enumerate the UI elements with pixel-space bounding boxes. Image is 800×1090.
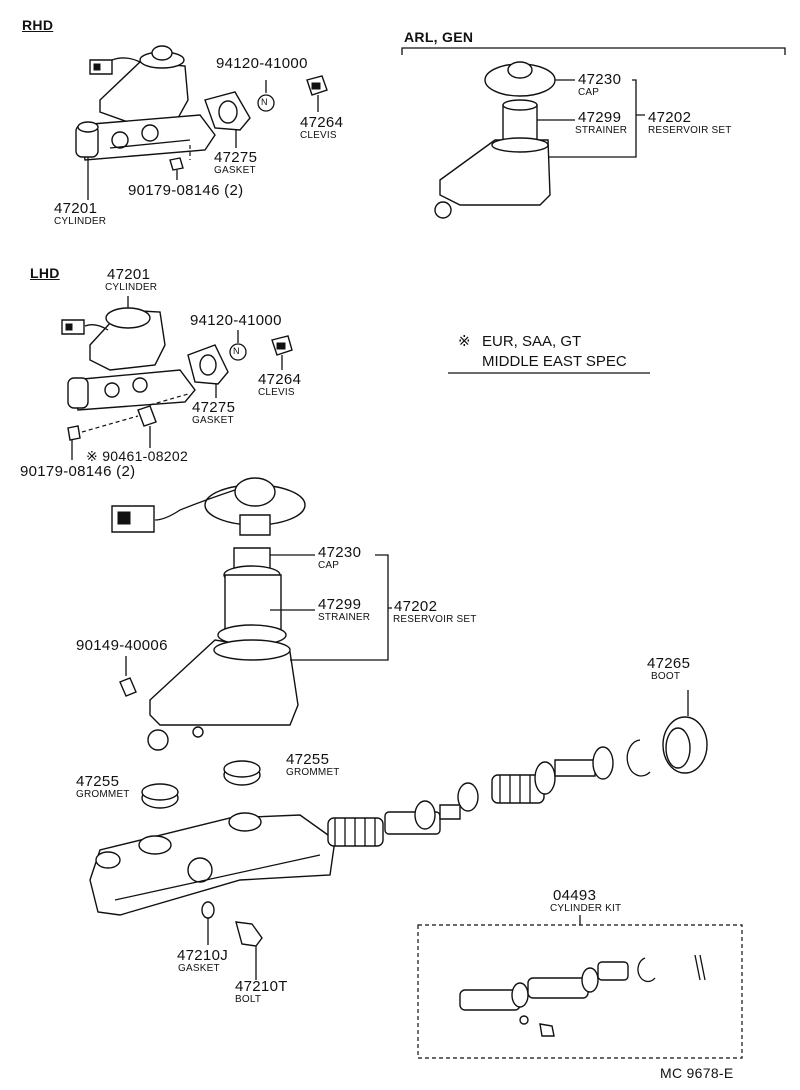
main-strainer-name: STRAINER: [318, 612, 371, 623]
main-cap-name: CAP: [318, 560, 340, 571]
spec-mark: ※: [458, 333, 471, 350]
arl-reservoir-assembly: [402, 48, 785, 218]
lhd-clevis-name: CLEVIS: [258, 387, 295, 398]
arl-cap-name: CAP: [578, 87, 600, 98]
section-arl-gen: ARL, GEN: [404, 29, 474, 45]
main-bolt-name: BOLT: [235, 994, 262, 1005]
arl-reservoir-number: 47202: [648, 109, 692, 126]
lhd-clevis-number: 47264: [258, 371, 302, 388]
main-90149-number: 90149-40006: [76, 637, 168, 654]
rhd-94120-number: 94120-41000: [216, 55, 308, 72]
main-reservoir-number: 47202: [394, 598, 438, 615]
rhd-n-symbol: N: [261, 97, 268, 107]
arl-strainer-number: 47299: [578, 109, 622, 126]
main-grommet-right-name: GROMMET: [286, 767, 340, 778]
main-reservoir-name: RESERVOIR SET: [393, 614, 477, 625]
main-boot-name: BOOT: [651, 671, 681, 682]
main-gasket-number: 47210J: [177, 947, 229, 964]
arl-cap-number: 47230: [578, 71, 622, 88]
rhd-clevis-number: 47264: [300, 114, 344, 131]
section-lhd: LHD: [30, 265, 60, 281]
rhd-nut-number: 90179-08146 (2): [128, 182, 244, 199]
rhd-cylinder-name: CYLINDER: [54, 216, 107, 227]
arl-reservoir-name: RESERVOIR SET: [648, 125, 732, 136]
main-bolt-number: 47210T: [235, 978, 288, 995]
main-grommet-left-number: 47255: [76, 773, 120, 790]
main-gasket-name: GASKET: [178, 963, 220, 974]
rhd-cylinder-number: 47201: [54, 200, 98, 217]
arl-strainer-name: STRAINER: [575, 125, 628, 136]
main-grommet-left-name: GROMMET: [76, 789, 130, 800]
main-reservoir-assembly: [112, 478, 392, 750]
lhd-n-symbol: N: [233, 346, 240, 356]
kit-number: 04493: [553, 887, 597, 904]
rhd-cylinder-assembly: [76, 46, 327, 200]
piston-springs: [328, 690, 707, 846]
spec-line2: MIDDLE EAST SPEC: [482, 353, 627, 370]
lhd-cylinder-number: 47201: [107, 266, 151, 283]
main-grommet-right-number: 47255: [286, 751, 330, 768]
rhd-clevis-name: CLEVIS: [300, 130, 337, 141]
main-cap-number: 47230: [318, 544, 362, 561]
grommets: [142, 761, 260, 808]
kit-name: CYLINDER KIT: [550, 903, 622, 914]
main-strainer-number: 47299: [318, 596, 362, 613]
cylinder-kit: [418, 915, 742, 1058]
spec-line1: EUR, SAA, GT: [482, 333, 582, 350]
lhd-cylinder-assembly: [62, 296, 292, 460]
section-rhd: RHD: [22, 17, 54, 33]
main-boot-number: 47265: [647, 655, 691, 672]
rhd-gasket-number: 47275: [214, 149, 258, 166]
lhd-nut-number: 90179-08146 (2): [20, 463, 136, 480]
master-cylinder-body: [90, 813, 335, 980]
lhd-cylinder-name: CYLINDER: [105, 282, 158, 293]
lhd-gasket-number: 47275: [192, 399, 236, 416]
lhd-90461-number: ※ 90461-08202: [86, 448, 189, 464]
diagram-code: MC 9678-E: [660, 1065, 734, 1081]
lhd-94120-number: 94120-41000: [190, 312, 282, 329]
lhd-gasket-name: GASKET: [192, 415, 234, 426]
rhd-gasket-name: GASKET: [214, 165, 256, 176]
